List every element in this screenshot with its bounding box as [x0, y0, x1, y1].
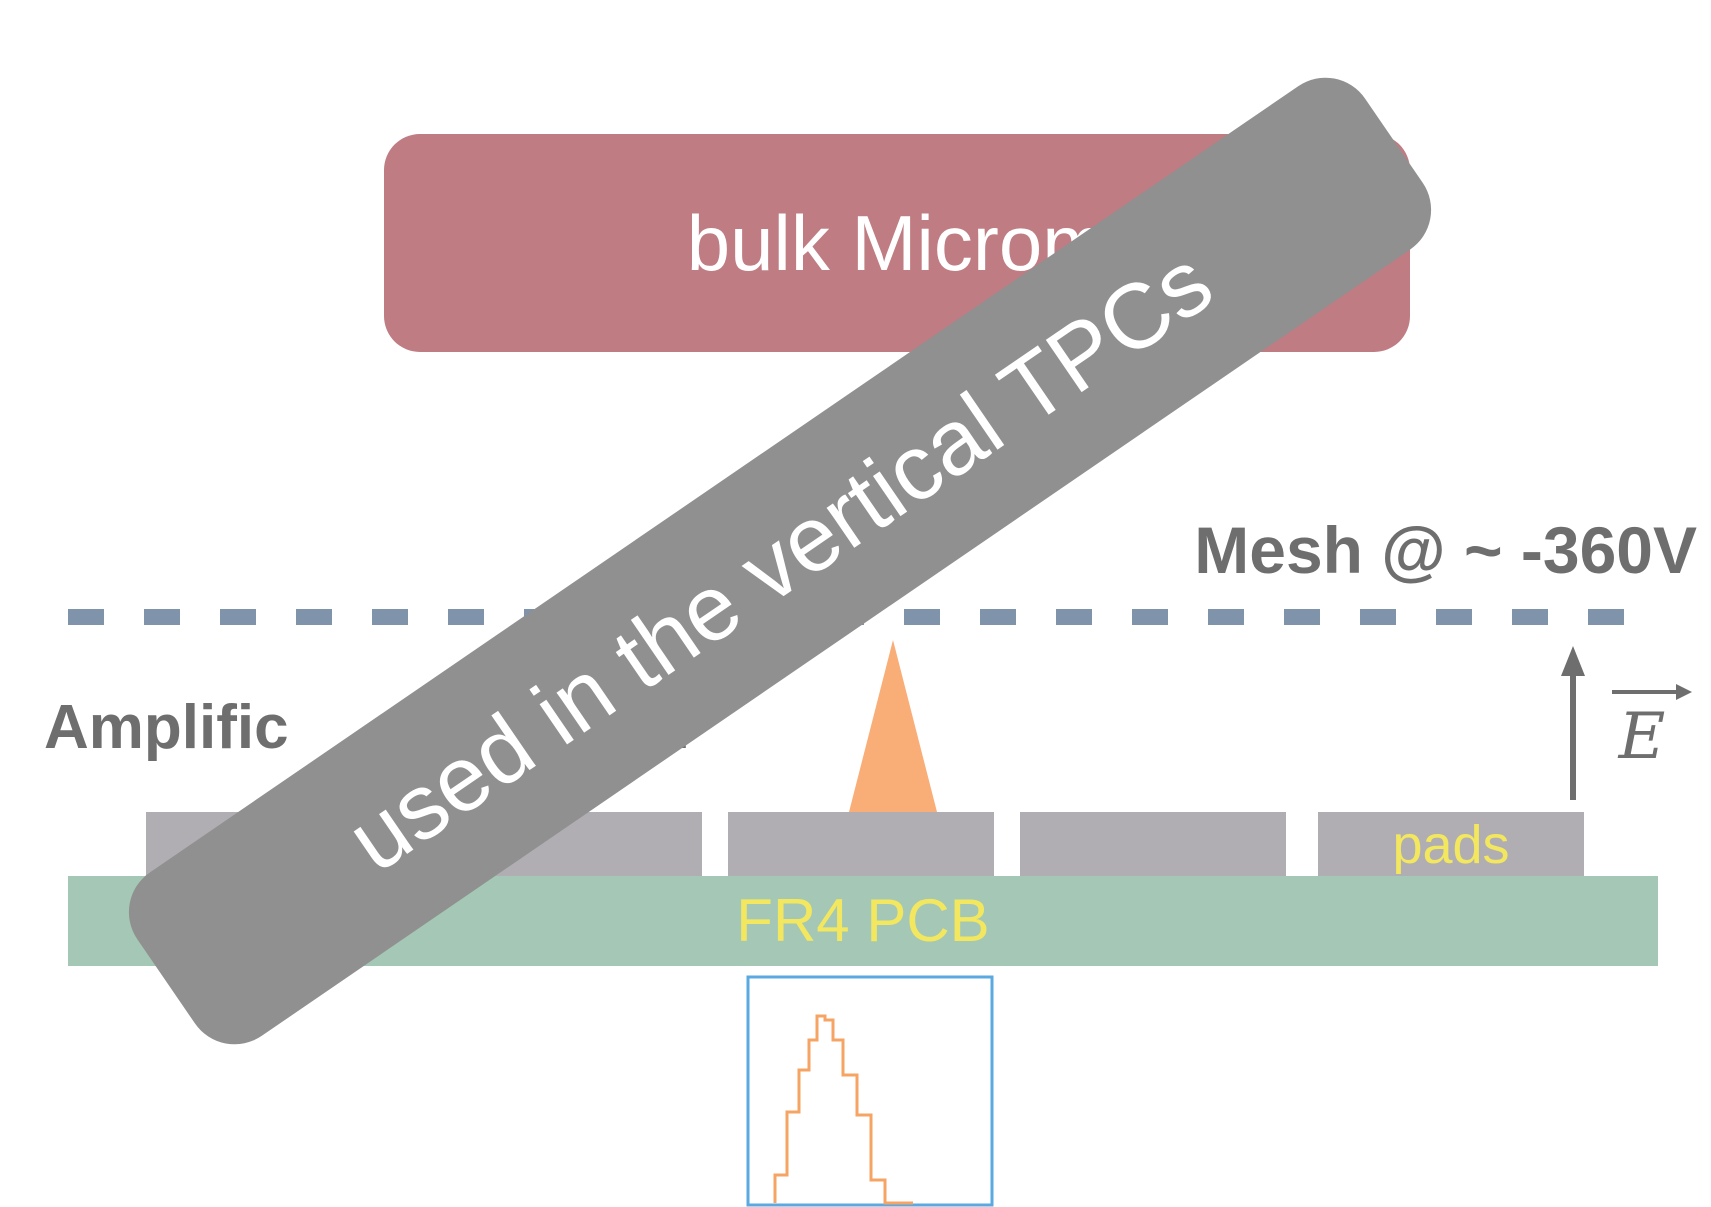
mesh-voltage-label: Mesh @ ~ -360V	[1194, 513, 1697, 587]
pads-label: pads	[1392, 815, 1510, 875]
readout-pad	[1020, 812, 1286, 878]
electric-field-label: E	[1618, 700, 1666, 774]
pcb-label: FR4 PCB	[736, 887, 990, 954]
avalanche-cone	[849, 640, 937, 812]
readout-pad	[728, 812, 994, 878]
signal-pulse-trace	[773, 1014, 913, 1205]
field-arrow-head	[1561, 646, 1585, 676]
readout-pad	[1318, 812, 1584, 878]
field-vector-head	[1676, 684, 1692, 700]
